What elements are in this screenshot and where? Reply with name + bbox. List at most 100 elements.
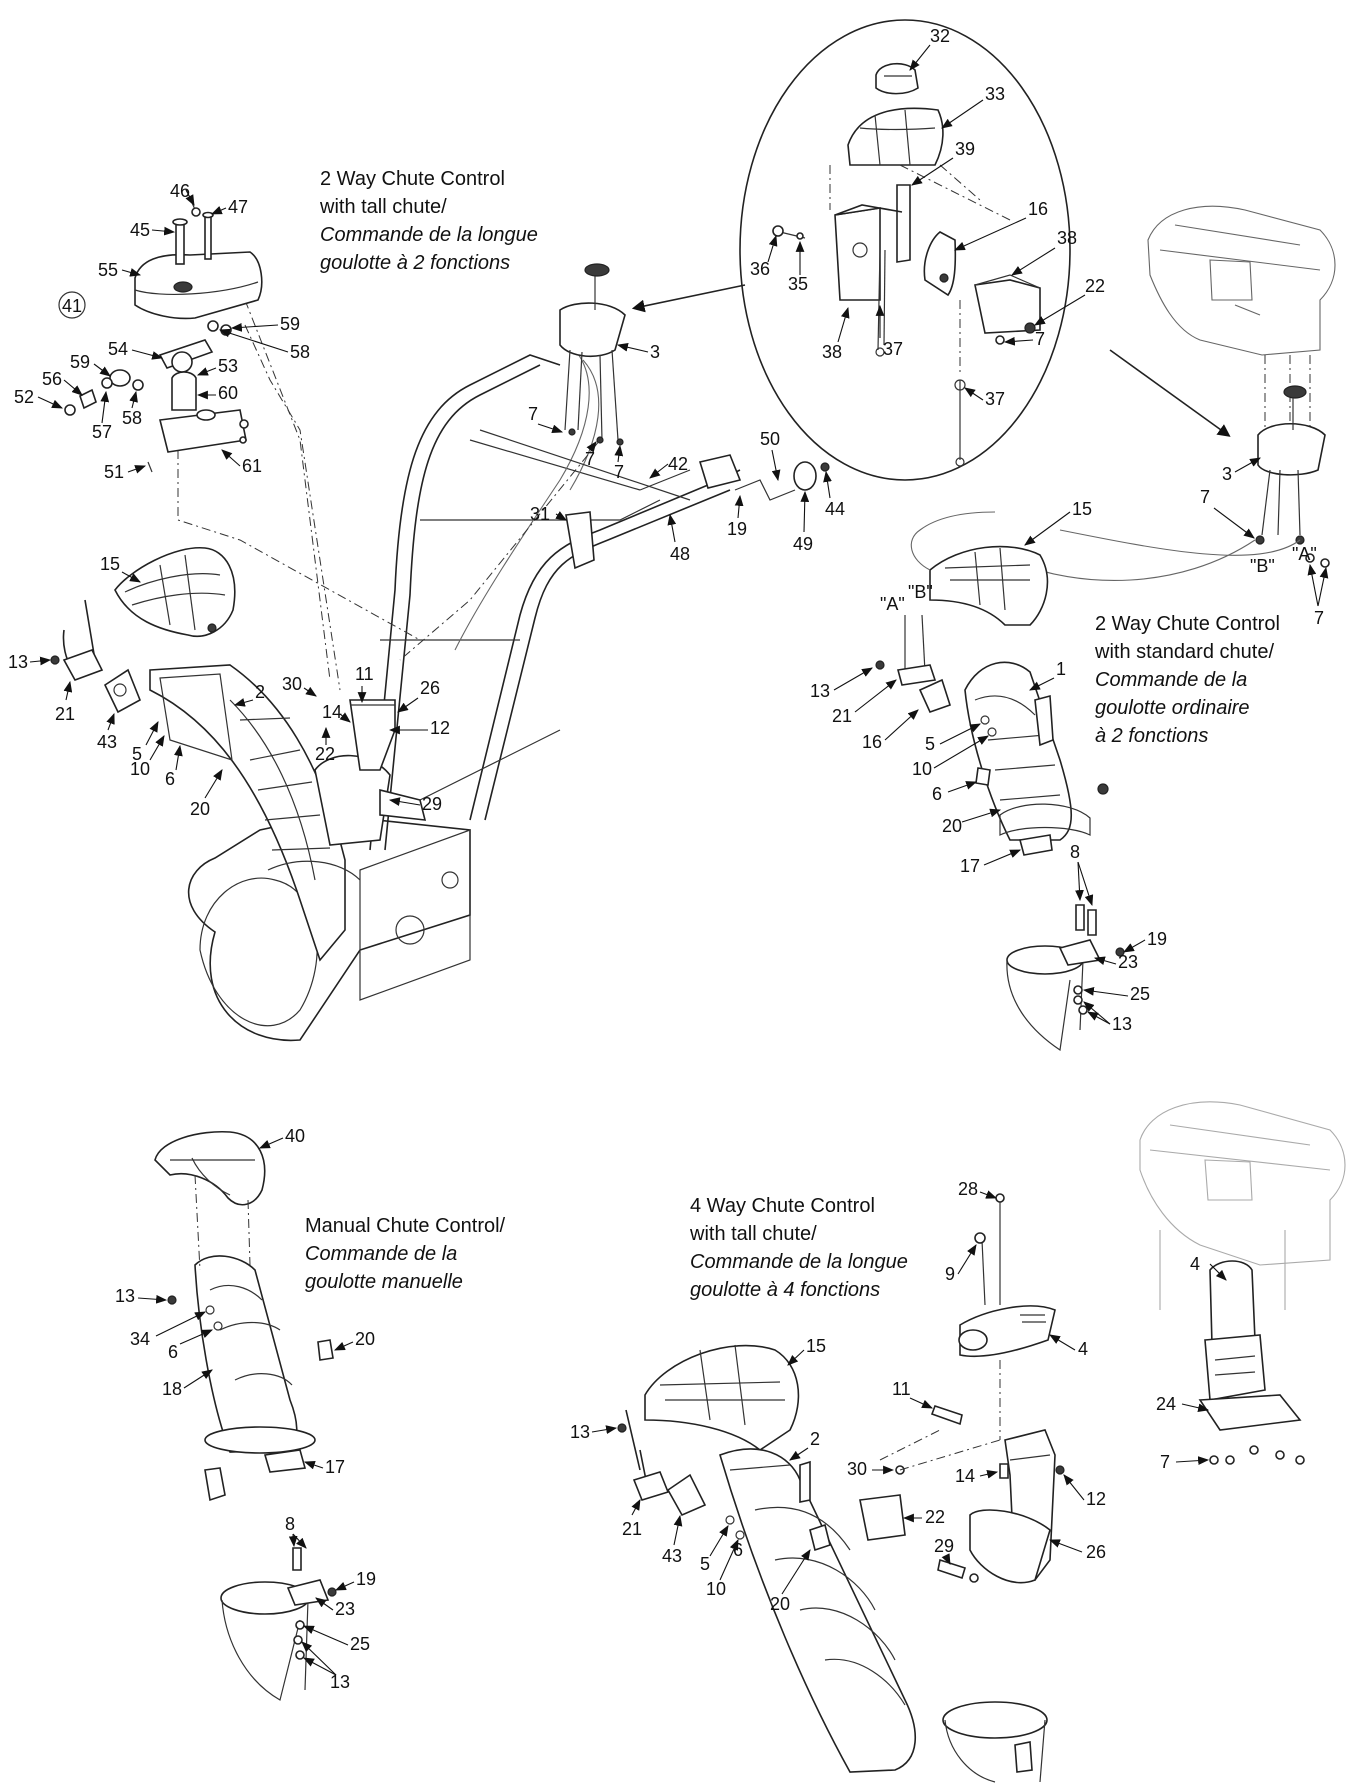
callout-label: 37 [985,389,1005,409]
callout-label: 15 [1072,499,1092,519]
callout-label: 30 [282,674,302,694]
callout-label: 22 [925,1507,945,1527]
callout-label: 19 [1147,929,1167,949]
callout-label: 56 [42,369,62,389]
callout-label: 54 [108,339,128,359]
four-way-chute-assembly [617,1193,1065,1783]
callout-label: 20 [770,1594,790,1614]
callout-label: 30 [847,1459,867,1479]
caption-two-way-standard: 2 Way Chute Control with standard chute/… [1094,613,1280,747]
caption-line: goulotte à 4 fonctions [690,1279,880,1301]
callout-label: 50 [760,429,780,449]
callout-label: 60 [218,383,238,403]
callout-label: 2 [255,682,265,702]
callout-label: 10 [130,759,150,779]
caption-line: goulotte ordinaire [1095,697,1250,719]
callout-label: 32 [930,26,950,46]
callout-label: 17 [960,856,980,876]
callout-label: 11 [355,664,374,684]
callout-label: 5 [700,1554,710,1574]
callout-label: 14 [322,702,342,722]
callout-label: 6 [733,1540,743,1560]
callout-label: 48 [670,544,690,564]
callout-label: 49 [793,534,813,554]
callout-label: 47 [228,197,248,217]
callout-label: 59 [70,352,90,372]
callout-label: 44 [825,499,845,519]
callout-label: 58 [290,342,310,362]
callout-label: 4 [1078,1339,1088,1359]
callout-label: 16 [1028,199,1048,219]
callout-label: 13 [330,1672,350,1692]
callout-label: 42 [668,454,688,474]
callout-label: "A" [1292,544,1317,564]
callout-label: 38 [822,342,842,362]
callout-label: 25 [1130,984,1150,1004]
callout-label: 31 [530,504,550,524]
callout-label: "B" [1250,556,1275,576]
callout-label: 18 [162,1379,182,1399]
caption-line: Commande de la longue [690,1251,908,1273]
callout-label: 6 [165,769,175,789]
callout-label: 10 [912,759,932,779]
callout-label: 61 [242,456,262,476]
callout-label: 28 [958,1179,978,1199]
housing-top-right [1009,205,1336,581]
deflector-15-top-left [50,547,236,714]
callout-label: 7 [528,404,538,424]
caption-line: Commande de la [1095,669,1247,691]
callout-label: 13 [570,1422,590,1442]
callout-label: 9 [945,1264,955,1284]
callout-label: 43 [662,1546,682,1566]
callout-label: 43 [97,732,117,752]
callout-label: 4 [1190,1254,1200,1274]
callout-label: 17 [325,1457,345,1477]
part-callouts: 32 33 39 16 38 36 35 22 38 37 7 37 46 47… [8,26,1329,1692]
callout-label: 11 [892,1379,911,1399]
callout-label: 53 [218,356,238,376]
callout-label: 5 [925,734,935,754]
caption-line: goulotte manuelle [305,1271,463,1293]
callout-label: 13 [810,681,830,701]
callout-label: 24 [1156,1394,1176,1414]
callout-label: 29 [934,1536,954,1556]
callout-label: 23 [1118,952,1138,972]
callout-label: 19 [727,519,747,539]
callout-label: 23 [335,1599,355,1619]
callout-label: 57 [92,422,112,442]
callout-label: 13 [115,1286,135,1306]
caption-line: with tall chute/ [319,196,447,218]
callout-label: 46 [170,181,190,201]
callout-label: 20 [355,1329,375,1349]
manual-chute-assembly [154,1130,337,1701]
detail-arrow-right [1109,349,1231,437]
caption-line: with tall chute/ [689,1223,817,1245]
callout-label: 36 [750,259,770,279]
callout-label: 29 [422,794,442,814]
lever-detail-circle [739,19,1071,481]
callout-label: 52 [14,387,34,407]
snow-thrower-assembly [149,263,830,1042]
caption-line: Commande de la [305,1243,457,1265]
callout-label: 41 [62,296,82,316]
caption-line: with standard chute/ [1094,641,1274,663]
callout-label: 22 [315,744,335,764]
callout-label: 7 [614,462,624,482]
caption-line: Manual Chute Control/ [305,1215,506,1237]
callout-label: 7 [1314,608,1324,628]
callout-label: 25 [350,1634,370,1654]
callout-label: 3 [1222,464,1232,484]
callout-label: 58 [122,408,142,428]
callout-label: 13 [8,652,28,672]
callout-label: 12 [430,718,450,738]
callout-label: 7 [1160,1452,1170,1472]
caption-line: à 2 fonctions [1095,725,1208,747]
callout-label: 10 [706,1579,726,1599]
callout-label: 6 [932,784,942,804]
callout-label: 2 [810,1429,820,1449]
callout-label: 7 [585,449,595,469]
callout-label: 7 [1035,329,1045,349]
caption-four-way-tall: 4 Way Chute Control with tall chute/ Com… [689,1195,908,1301]
callout-label: 39 [955,139,975,159]
